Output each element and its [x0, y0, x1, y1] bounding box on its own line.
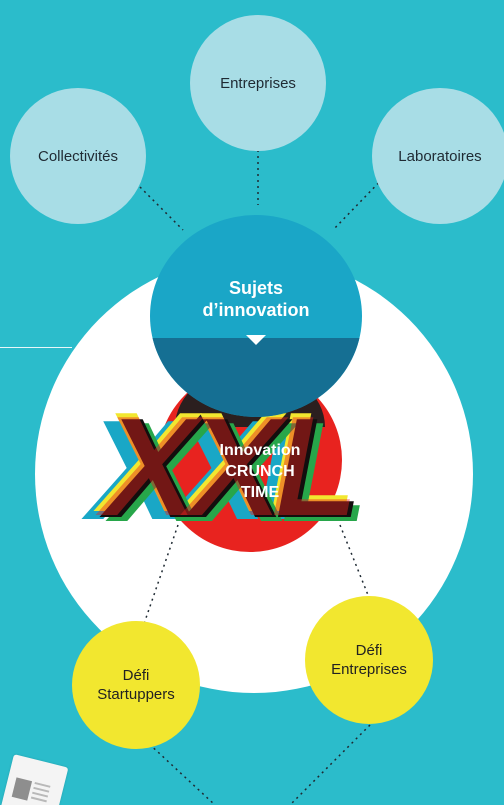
connector-bottom-right: [289, 724, 371, 805]
subjects-circle-shade: [150, 338, 362, 417]
connector-bottom-left: [144, 739, 216, 805]
subjects-circle: Sujets d’innovation: [150, 215, 362, 417]
label-laboratoires: Laboratoires: [398, 147, 482, 165]
label-defi-startuppers-line1: Défi: [122, 667, 150, 684]
crunch-label-line2: CRUNCH: [225, 463, 295, 480]
circle-laboratoires: Laboratoires: [372, 88, 504, 224]
circle-defi-entreprises: Défi Entreprises: [305, 596, 433, 724]
label-defi-startuppers-line2: Startuppers: [97, 686, 175, 703]
circle-defi-startuppers: Défi Startuppers: [72, 621, 200, 749]
subjects-label-line1: Sujets: [228, 278, 284, 298]
circle-collectivites: Collectivités: [10, 88, 146, 224]
label-defi-entreprises-line1: Défi: [355, 642, 383, 659]
subjects-label-line2: d’innovation: [202, 300, 310, 320]
xxl-logo-black: XXL: [106, 389, 362, 548]
divider-line: [0, 347, 72, 348]
crunch-label-line1: Innovation: [219, 442, 301, 459]
xxl-logo-cyan: XXL: [88, 391, 344, 550]
xxl-logo-green: XXL: [112, 393, 368, 552]
label-defi-entreprises-line2: Entreprises: [331, 661, 407, 678]
label-entreprises: Entreprises: [220, 74, 296, 92]
crunch-label: Innovation CRUNCH TIME: [180, 440, 340, 503]
circle-entreprises: Entreprises: [190, 15, 326, 151]
label-collectivites: Collectivités: [37, 147, 119, 165]
xxl-logo-red-overlay: XXL: [102, 387, 358, 546]
subjects-label: Sujets d’innovation: [203, 277, 310, 321]
down-arrow-icon: [246, 335, 266, 345]
connector-collectivites: [122, 169, 184, 231]
crunch-label-line3: TIME: [240, 484, 280, 501]
connector-startuppers: [134, 524, 179, 651]
